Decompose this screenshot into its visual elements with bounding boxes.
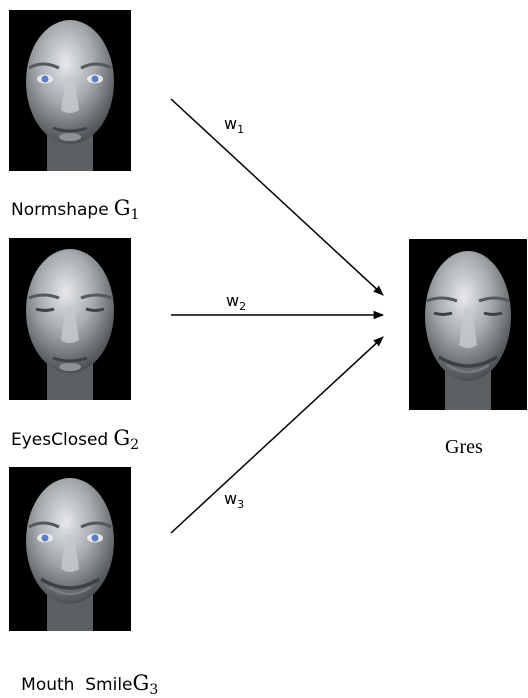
weight-label-w3: w3: [224, 489, 245, 511]
arrow-w1: [170, 98, 384, 296]
mouth-smile-label: Mouth SmileG3: [11, 652, 158, 698]
eyesclosed-name: EyesClosed: [11, 430, 109, 450]
normshape-label: Normshape G1: [11, 196, 139, 223]
normshape-name: Normshape: [11, 200, 109, 220]
normshape-symbol: G: [113, 196, 131, 220]
eyesclosed-label: EyesClosed G2: [11, 426, 139, 453]
result-face-image: [409, 239, 527, 410]
weight-arrows: [170, 98, 385, 534]
weight-label-w1: w1: [224, 114, 245, 136]
arrow-w3: [170, 336, 384, 534]
mouth-smile-face-image: [9, 467, 131, 631]
eyesclosed-face-image: [9, 238, 131, 400]
mouth-smile-symbol: G: [132, 671, 150, 695]
weight-label-w2: w2: [226, 291, 247, 313]
mouth-smile-index: 3: [149, 682, 159, 698]
eyesclosed-index: 2: [130, 437, 140, 453]
eyesclosed-symbol: G: [113, 426, 131, 450]
normshape-face-image: [9, 10, 131, 171]
result-label: Gres: [445, 436, 483, 458]
normshape-index: 1: [130, 207, 140, 223]
mouth-smile-name: Mouth Smile: [21, 675, 133, 695]
